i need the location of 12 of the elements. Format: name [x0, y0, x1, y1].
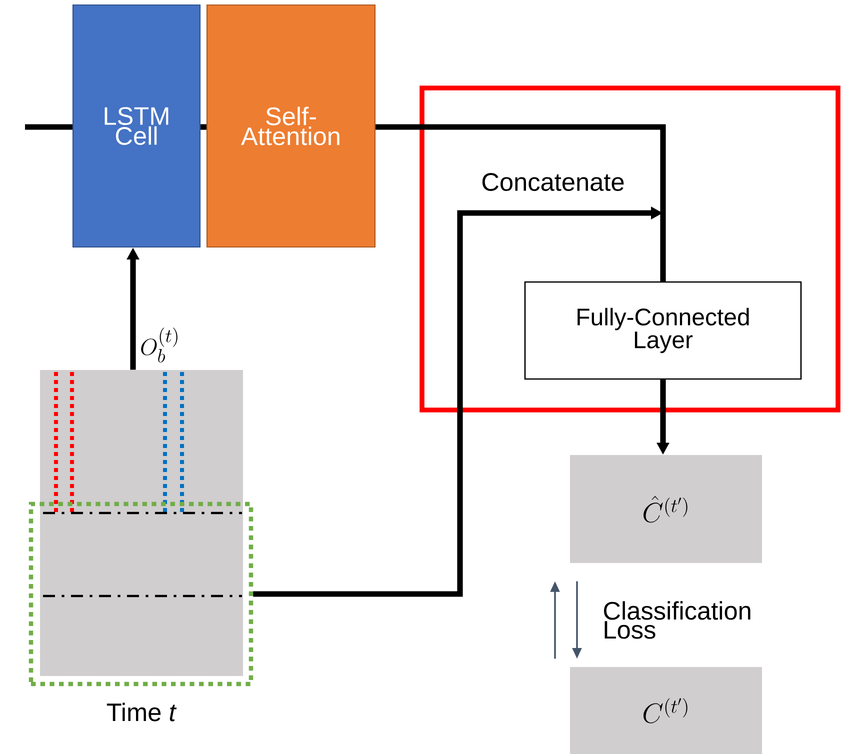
axis-caption: Time t	[106, 702, 177, 722]
lstm-cell-box: LSTM Cell	[72, 4, 201, 248]
prediction-box: $\hat{C}^{(t')}$	[570, 455, 762, 563]
ground-truth-box: $C^{(t')}$	[570, 667, 762, 754]
fully-connected-box: Fully-Connected Layer	[524, 281, 802, 380]
highlight-frame	[420, 86, 840, 412]
edge-label: $O_b^{(t)}$	[141, 328, 178, 363]
edge-label: Classification Loss	[604, 601, 750, 639]
dotted-selection-frame	[28, 502, 254, 686]
edge-label: Concatenate	[482, 173, 624, 191]
self-attention-box: Self-Attention	[206, 4, 376, 248]
time-series-block	[40, 370, 243, 676]
